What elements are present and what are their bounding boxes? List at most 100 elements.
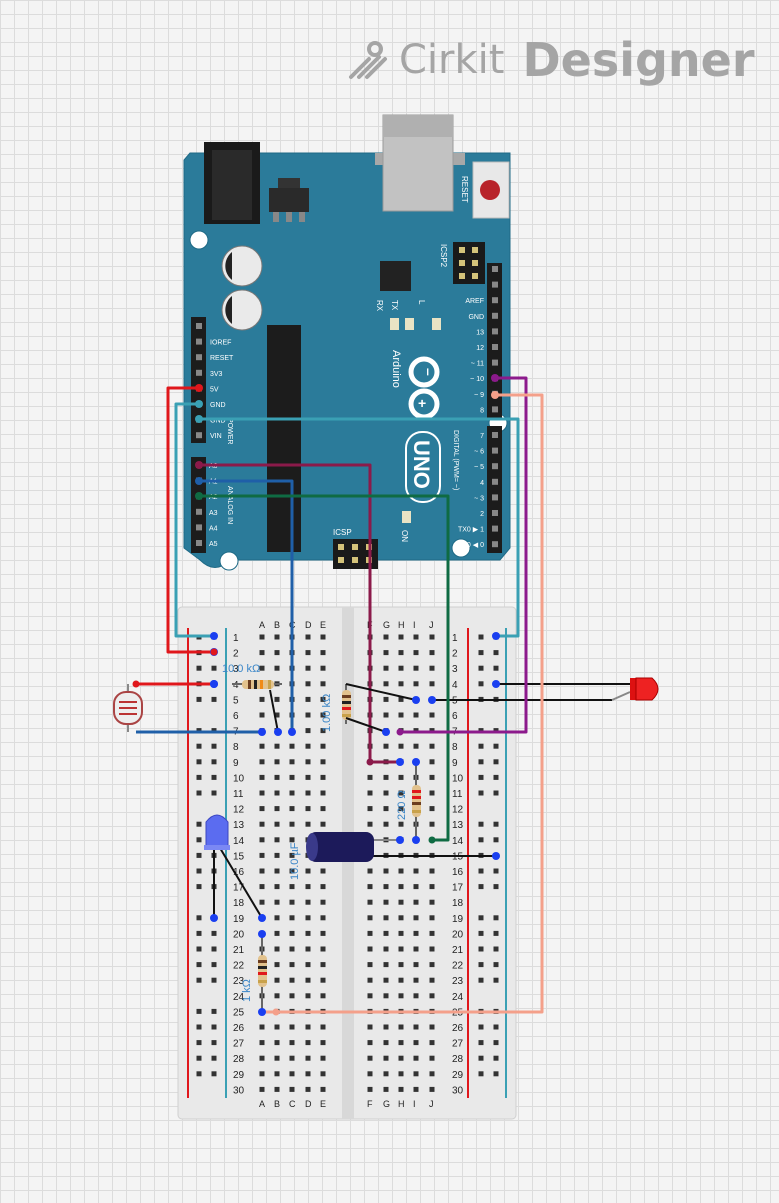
breadboard-hole[interactable] bbox=[413, 1086, 419, 1092]
header-pin[interactable] bbox=[492, 494, 498, 501]
breadboard-hole[interactable] bbox=[289, 977, 295, 983]
rail-hole[interactable] bbox=[493, 774, 499, 780]
breadboard-hole[interactable] bbox=[429, 665, 435, 671]
breadboard-hole[interactable] bbox=[320, 884, 326, 890]
breadboard-hole[interactable] bbox=[305, 681, 311, 687]
breadboard-hole[interactable] bbox=[320, 774, 326, 780]
header-pin[interactable] bbox=[492, 359, 498, 366]
breadboard-hole[interactable] bbox=[305, 1040, 311, 1046]
rail-hole[interactable] bbox=[478, 774, 484, 780]
breadboard-hole[interactable] bbox=[274, 915, 280, 921]
breadboard-hole[interactable] bbox=[274, 977, 280, 983]
rail-hole[interactable] bbox=[478, 790, 484, 796]
rail-hole[interactable] bbox=[196, 930, 202, 936]
breadboard-hole[interactable] bbox=[367, 806, 373, 812]
breadboard-hole[interactable] bbox=[429, 774, 435, 780]
breadboard-hole[interactable] bbox=[383, 884, 389, 890]
breadboard-hole[interactable] bbox=[429, 868, 435, 874]
breadboard-hole[interactable] bbox=[259, 868, 265, 874]
rail-hole[interactable] bbox=[196, 884, 202, 890]
breadboard-hole[interactable] bbox=[320, 681, 326, 687]
breadboard-hole[interactable] bbox=[383, 712, 389, 718]
breadboard-hole[interactable] bbox=[305, 665, 311, 671]
breadboard-hole[interactable] bbox=[274, 1055, 280, 1061]
breadboard-hole[interactable] bbox=[367, 821, 373, 827]
breadboard-hole[interactable] bbox=[398, 806, 404, 812]
breadboard-hole[interactable] bbox=[305, 1024, 311, 1030]
rail-hole[interactable] bbox=[211, 946, 217, 952]
breadboard-hole[interactable] bbox=[413, 977, 419, 983]
rail-hole[interactable] bbox=[493, 665, 499, 671]
rail-hole[interactable] bbox=[493, 1071, 499, 1077]
rail-hole[interactable] bbox=[478, 681, 484, 687]
rail-hole[interactable] bbox=[211, 696, 217, 702]
breadboard-hole[interactable] bbox=[305, 728, 311, 734]
breadboard-hole[interactable] bbox=[383, 665, 389, 671]
breadboard-hole[interactable] bbox=[383, 743, 389, 749]
rail-hole[interactable] bbox=[211, 1008, 217, 1014]
breadboard-hole[interactable] bbox=[305, 962, 311, 968]
rail-hole[interactable] bbox=[196, 977, 202, 983]
header-pin[interactable] bbox=[196, 508, 202, 515]
rail-hole[interactable] bbox=[478, 977, 484, 983]
breadboard-hole[interactable] bbox=[289, 899, 295, 905]
header-pin[interactable] bbox=[492, 541, 498, 548]
breadboard-hole[interactable] bbox=[259, 1086, 265, 1092]
breadboard-hole[interactable] bbox=[367, 962, 373, 968]
breadboard-hole[interactable] bbox=[383, 681, 389, 687]
breadboard-hole[interactable] bbox=[398, 962, 404, 968]
breadboard-hole[interactable] bbox=[274, 852, 280, 858]
header-pin[interactable] bbox=[196, 369, 202, 376]
breadboard-hole[interactable] bbox=[289, 915, 295, 921]
rail-hole[interactable] bbox=[196, 665, 202, 671]
breadboard-hole[interactable] bbox=[274, 696, 280, 702]
rail-hole[interactable] bbox=[196, 696, 202, 702]
breadboard-hole[interactable] bbox=[259, 852, 265, 858]
breadboard-hole[interactable] bbox=[259, 650, 265, 656]
breadboard-hole[interactable] bbox=[320, 1024, 326, 1030]
breadboard-hole[interactable] bbox=[413, 1024, 419, 1030]
breadboard-hole[interactable] bbox=[413, 930, 419, 936]
breadboard-hole[interactable] bbox=[305, 806, 311, 812]
breadboard-hole[interactable] bbox=[398, 743, 404, 749]
breadboard-hole[interactable] bbox=[259, 712, 265, 718]
breadboard-hole[interactable] bbox=[398, 993, 404, 999]
breadboard-hole[interactable] bbox=[289, 852, 295, 858]
rail-hole[interactable] bbox=[211, 1040, 217, 1046]
breadboard-hole[interactable] bbox=[305, 1071, 311, 1077]
breadboard-hole[interactable] bbox=[289, 774, 295, 780]
breadboard-hole[interactable] bbox=[289, 930, 295, 936]
header-pin[interactable] bbox=[492, 432, 498, 438]
breadboard-hole[interactable] bbox=[259, 759, 265, 765]
breadboard-hole[interactable] bbox=[320, 696, 326, 702]
breadboard-hole[interactable] bbox=[367, 930, 373, 936]
breadboard-hole[interactable] bbox=[305, 696, 311, 702]
breadboard-hole[interactable] bbox=[367, 993, 373, 999]
breadboard-hole[interactable] bbox=[398, 930, 404, 936]
breadboard-hole[interactable] bbox=[259, 1040, 265, 1046]
breadboard-hole[interactable] bbox=[413, 884, 419, 890]
breadboard-hole[interactable] bbox=[305, 930, 311, 936]
breadboard-hole[interactable] bbox=[429, 884, 435, 890]
breadboard-hole[interactable] bbox=[398, 774, 404, 780]
breadboard-hole[interactable] bbox=[398, 1086, 404, 1092]
breadboard-hole[interactable] bbox=[320, 1055, 326, 1061]
breadboard-hole[interactable] bbox=[383, 946, 389, 952]
breadboard-hole[interactable] bbox=[398, 650, 404, 656]
breadboard-hole[interactable] bbox=[383, 1024, 389, 1030]
breadboard-hole[interactable] bbox=[305, 884, 311, 890]
breadboard-hole[interactable] bbox=[413, 712, 419, 718]
breadboard-hole[interactable] bbox=[259, 821, 265, 827]
rail-hole[interactable] bbox=[478, 821, 484, 827]
rail-hole[interactable] bbox=[211, 743, 217, 749]
breadboard-hole[interactable] bbox=[429, 899, 435, 905]
breadboard-hole[interactable] bbox=[383, 993, 389, 999]
breadboard-hole[interactable] bbox=[429, 993, 435, 999]
breadboard-hole[interactable] bbox=[383, 930, 389, 936]
breadboard-hole[interactable] bbox=[383, 962, 389, 968]
rail-hole[interactable] bbox=[211, 1024, 217, 1030]
breadboard-hole[interactable] bbox=[429, 743, 435, 749]
breadboard-hole[interactable] bbox=[274, 868, 280, 874]
breadboard-hole[interactable] bbox=[259, 1071, 265, 1077]
header-pin[interactable] bbox=[196, 323, 202, 329]
